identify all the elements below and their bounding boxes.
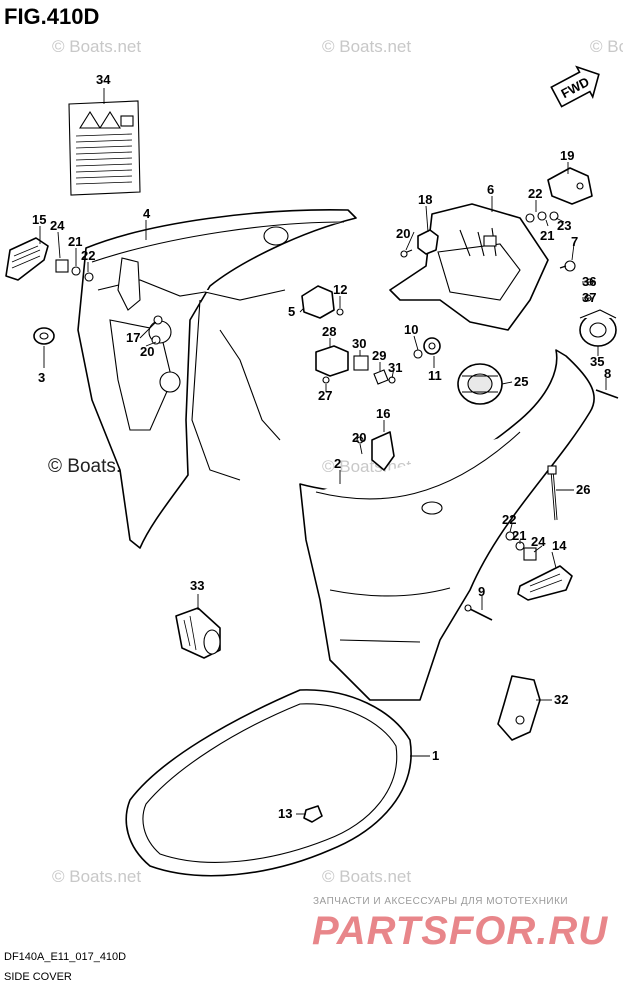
callout-14: 14 <box>552 538 567 553</box>
callout-27: 27 <box>318 388 332 403</box>
support-bracket-part <box>497 675 541 741</box>
upper-bracket-part <box>389 203 549 331</box>
callout-30: 30 <box>352 336 366 351</box>
mount-bracket-part <box>315 345 396 385</box>
latch-part <box>547 167 593 205</box>
rubber-mount-part <box>457 363 503 405</box>
callout-29: 29 <box>372 348 386 363</box>
callout-23: 23 <box>557 218 571 233</box>
callout-13: 13 <box>278 806 292 821</box>
callout-37: 37 <box>582 290 596 305</box>
callout-9: 9 <box>478 584 485 599</box>
callout-33: 33 <box>190 578 204 593</box>
callout-21: 21 <box>540 228 554 243</box>
callout-18: 18 <box>418 192 432 207</box>
callout-17: 17 <box>126 330 140 345</box>
left-cover-bolts <box>151 315 163 345</box>
left-grip-part <box>5 237 94 282</box>
grommet-part <box>33 327 55 345</box>
forward-arrow-icon: FWD <box>550 65 600 108</box>
callout-35: 35 <box>590 354 604 369</box>
callout-2: 2 <box>334 456 341 471</box>
callout-6: 6 <box>487 182 494 197</box>
callout-32: 32 <box>554 692 568 707</box>
cable-grommet-part <box>175 607 221 659</box>
callout-16: 16 <box>376 406 390 421</box>
watermark-boats: © Boats.net <box>590 37 623 56</box>
promo-tagline: ЗАПЧАСТИ И АКСЕССУАРЫ ДЛЯ МОТОТЕХНИКИ <box>313 896 568 907</box>
callout-5: 5 <box>288 304 295 319</box>
callout-28: 28 <box>322 324 336 339</box>
callout-15: 15 <box>32 212 46 227</box>
callout-24: 24 <box>50 218 65 233</box>
callout-10: 10 <box>404 322 418 337</box>
callout-25: 25 <box>514 374 528 389</box>
callout-26: 26 <box>576 482 590 497</box>
model-code: DF140A_E11_017_410D <box>4 951 126 963</box>
callout-20: 20 <box>352 430 366 445</box>
callout-31: 31 <box>388 360 402 375</box>
leader-lines <box>39 88 607 815</box>
callout-3: 3 <box>38 370 45 385</box>
promo-site-logo: PARTSFOR.RU <box>312 909 608 953</box>
callout-8: 8 <box>604 366 611 381</box>
callout-24: 24 <box>531 534 546 549</box>
left-side-cover-part <box>77 209 357 549</box>
callout-1: 1 <box>432 748 439 763</box>
callout-4: 4 <box>143 206 151 221</box>
bolt-part <box>559 260 576 272</box>
callout-22: 22 <box>528 186 542 201</box>
callout-20: 20 <box>140 344 154 359</box>
washer-part <box>537 211 547 221</box>
cable-tie-part <box>547 465 558 521</box>
figure-caption: SIDE COVER <box>4 971 72 983</box>
plug-part <box>303 805 323 823</box>
screw-part-9 <box>464 604 493 621</box>
callout-labels: 34 4 15 24 21 22 3 17 20 19 6 18 22 23 2… <box>32 72 611 821</box>
watermark-boats: © Boats.net <box>322 867 411 886</box>
callout-34: 34 <box>96 72 111 87</box>
center-bracket-part <box>356 431 395 471</box>
callout-20: 20 <box>396 226 410 241</box>
watermark-boats: © Boats.net <box>52 37 141 56</box>
seal-ring-part <box>125 689 412 877</box>
screw-part <box>400 249 413 258</box>
callout-19: 19 <box>560 148 574 163</box>
callout-11: 11 <box>428 368 442 383</box>
figure-title: FIG.410D <box>4 4 99 29</box>
warning-label-part <box>68 100 141 196</box>
callout-12: 12 <box>333 282 347 297</box>
watermark-boats: © Boats.net <box>52 867 141 886</box>
callout-21: 21 <box>512 528 526 543</box>
watermark-boats: © Boats.net <box>322 37 411 56</box>
long-bolt-part <box>595 389 619 399</box>
callout-7: 7 <box>571 234 578 249</box>
hinge-part <box>301 285 344 319</box>
washer-part <box>525 213 535 223</box>
right-grip-part <box>505 531 573 601</box>
callout-22: 22 <box>502 512 516 527</box>
right-side-cover-part <box>299 349 595 701</box>
bushing-part <box>413 337 441 359</box>
clip-part <box>417 229 439 255</box>
callout-36: 36 <box>582 274 596 289</box>
callout-21: 21 <box>68 234 82 249</box>
callout-22: 22 <box>81 248 95 263</box>
